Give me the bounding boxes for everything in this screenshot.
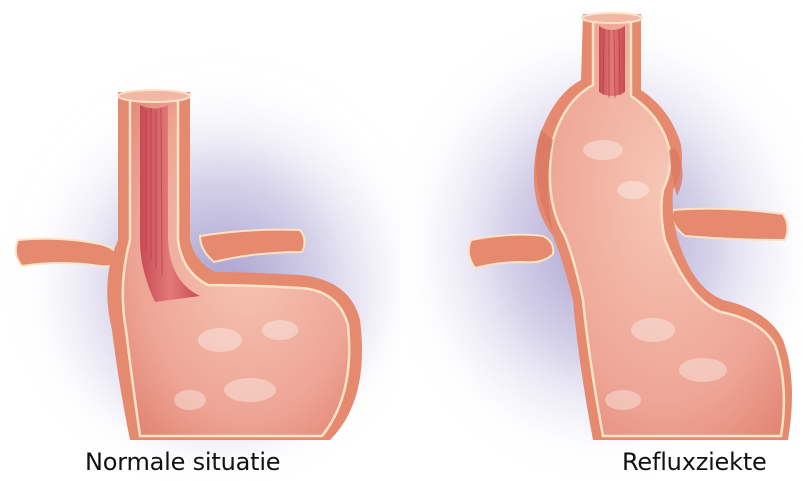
caption-normal-situation: Normale situatie bbox=[85, 448, 280, 476]
reflux-disease-illustration: Refluxziekte bbox=[403, 0, 803, 481]
caption-reflux-disease: Refluxziekte bbox=[622, 448, 767, 476]
normal-anatomy-svg bbox=[0, 0, 400, 481]
normal-situation-illustration: Normale situatie bbox=[0, 0, 400, 481]
reflux-anatomy-svg bbox=[403, 0, 803, 481]
diaphragm-right bbox=[672, 209, 787, 240]
